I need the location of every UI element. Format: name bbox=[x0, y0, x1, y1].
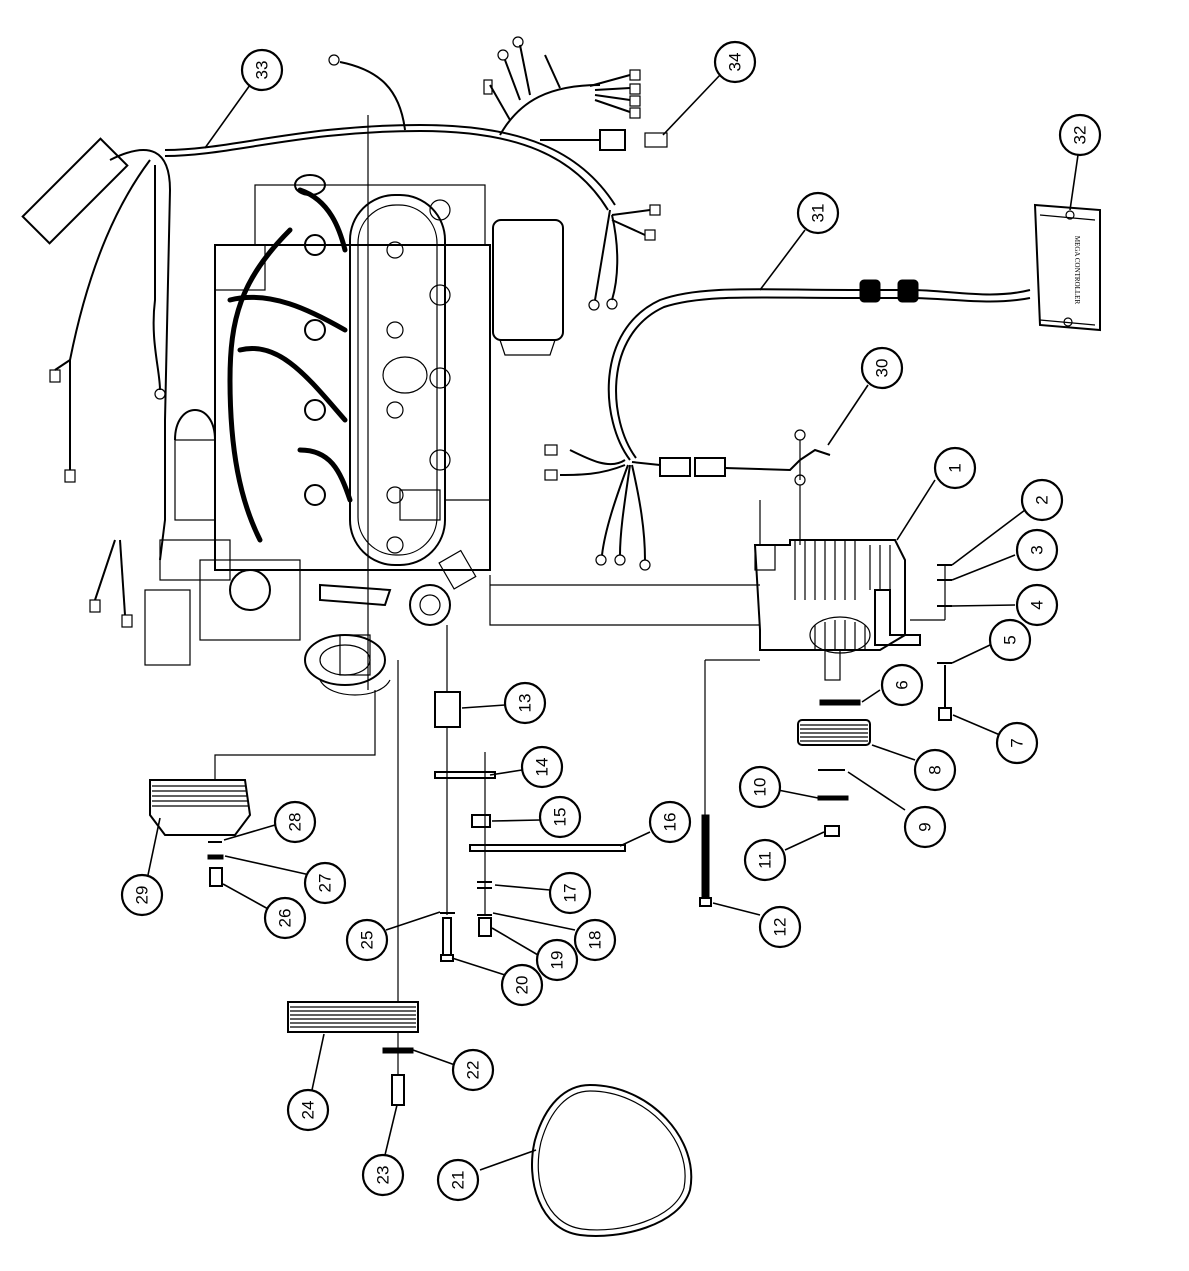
part-26-bolt bbox=[209, 867, 223, 887]
callout-18: 18 bbox=[573, 918, 617, 962]
svg-text:18: 18 bbox=[586, 931, 605, 950]
callout-1: 1 bbox=[933, 446, 977, 490]
svg-text:15: 15 bbox=[551, 808, 570, 827]
callout-4: 4 bbox=[1015, 583, 1059, 627]
part-22-washer bbox=[382, 1047, 414, 1054]
svg-text:11: 11 bbox=[756, 851, 775, 869]
callout-6: 6 bbox=[880, 663, 924, 707]
engine-assembly bbox=[144, 174, 564, 696]
svg-text:7: 7 bbox=[1008, 738, 1027, 747]
svg-text:31: 31 bbox=[809, 204, 828, 223]
callout-29: 29 bbox=[120, 873, 164, 917]
callout-15: 15 bbox=[538, 795, 582, 839]
part-29-pulley bbox=[149, 779, 252, 836]
svg-text:2: 2 bbox=[1033, 495, 1052, 504]
svg-text:20: 20 bbox=[513, 976, 532, 995]
leader-lines bbox=[147, 74, 1079, 1171]
callout-3: 3 bbox=[1015, 528, 1059, 572]
svg-text:16: 16 bbox=[661, 813, 680, 832]
callout-19: 19 bbox=[535, 938, 579, 982]
alternator-harness bbox=[544, 279, 1031, 571]
part-6-spacer bbox=[819, 699, 861, 706]
part-21-drive-belt bbox=[531, 1083, 693, 1237]
callout-21: 21 bbox=[436, 1158, 480, 1202]
part-13-spacer-block bbox=[434, 691, 461, 728]
part-10-lock-washer bbox=[817, 795, 849, 801]
part-12-long-bolt bbox=[699, 814, 712, 907]
callout-10: 10 bbox=[738, 765, 782, 809]
svg-text:21: 21 bbox=[449, 1171, 468, 1190]
svg-text:17: 17 bbox=[561, 884, 580, 903]
callout-17: 17 bbox=[548, 871, 592, 915]
svg-text:14: 14 bbox=[533, 758, 552, 777]
callout-20: 20 bbox=[500, 963, 544, 1007]
callout-22: 22 bbox=[451, 1048, 495, 1092]
svg-text:6: 6 bbox=[893, 680, 912, 689]
svg-text:13: 13 bbox=[516, 694, 535, 713]
svg-text:24: 24 bbox=[299, 1101, 318, 1120]
part-8-pulley bbox=[797, 719, 871, 746]
callout-25: 25 bbox=[345, 918, 389, 962]
main-wiring-harness bbox=[21, 36, 668, 628]
callout-33: 33 bbox=[240, 48, 284, 92]
callout-9: 9 bbox=[903, 805, 947, 849]
svg-text:30: 30 bbox=[873, 359, 892, 378]
part-11-nut bbox=[824, 825, 840, 837]
svg-text:32: 32 bbox=[1071, 126, 1090, 145]
svg-text:25: 25 bbox=[358, 931, 377, 950]
part-24-crank-pulley bbox=[287, 1001, 419, 1033]
callout-11: 11 bbox=[743, 838, 787, 882]
callout-16: 16 bbox=[648, 800, 692, 844]
callout-8: 8 bbox=[913, 748, 957, 792]
callout-7: 7 bbox=[995, 721, 1039, 765]
svg-text:23: 23 bbox=[374, 1166, 393, 1185]
callout-13: 13 bbox=[503, 681, 547, 725]
part-32-controller: MEGA CONTROLLER bbox=[1033, 203, 1101, 332]
callout-2: 2 bbox=[1020, 478, 1064, 522]
part-27-lock-washer bbox=[207, 854, 224, 860]
callout-26: 26 bbox=[263, 896, 307, 940]
callout-28: 28 bbox=[273, 800, 317, 844]
callout-14: 14 bbox=[520, 745, 564, 789]
svg-text:33: 33 bbox=[253, 61, 272, 80]
svg-text:28: 28 bbox=[286, 813, 305, 832]
part-20-bolt bbox=[440, 917, 454, 962]
callout-5: 5 bbox=[988, 618, 1032, 662]
svg-text:22: 22 bbox=[464, 1061, 483, 1080]
svg-text:12: 12 bbox=[771, 918, 790, 937]
callout-27: 27 bbox=[303, 861, 347, 905]
callout-24: 24 bbox=[286, 1088, 330, 1132]
svg-text:27: 27 bbox=[316, 874, 335, 893]
callout-31: 31 bbox=[796, 191, 840, 235]
controller-label: MEGA CONTROLLER bbox=[1073, 236, 1081, 305]
svg-text:3: 3 bbox=[1028, 545, 1047, 554]
callout-34: 34 bbox=[713, 40, 757, 84]
callout-23: 23 bbox=[361, 1153, 405, 1197]
svg-text:34: 34 bbox=[726, 53, 745, 72]
part-23-bolt bbox=[391, 1074, 405, 1106]
svg-text:9: 9 bbox=[916, 822, 935, 831]
part-14-plate bbox=[434, 771, 496, 779]
svg-text:29: 29 bbox=[133, 886, 152, 905]
svg-text:26: 26 bbox=[276, 909, 295, 928]
svg-text:1: 1 bbox=[946, 463, 965, 472]
part-19-bolt bbox=[478, 917, 492, 937]
part-7-bolt bbox=[938, 665, 952, 721]
alternator bbox=[753, 539, 921, 681]
svg-text:4: 4 bbox=[1028, 600, 1047, 609]
svg-text:8: 8 bbox=[926, 765, 945, 774]
part-15-nut bbox=[471, 814, 491, 828]
svg-text:19: 19 bbox=[548, 951, 567, 970]
part-16-adjusting-rod bbox=[469, 844, 626, 852]
callout-32: 32 bbox=[1058, 113, 1102, 157]
callout-30: 30 bbox=[860, 346, 904, 390]
part-17-washer bbox=[477, 881, 492, 889]
svg-text:10: 10 bbox=[751, 778, 770, 797]
callout-12: 12 bbox=[758, 905, 802, 949]
svg-text:5: 5 bbox=[1001, 635, 1020, 644]
